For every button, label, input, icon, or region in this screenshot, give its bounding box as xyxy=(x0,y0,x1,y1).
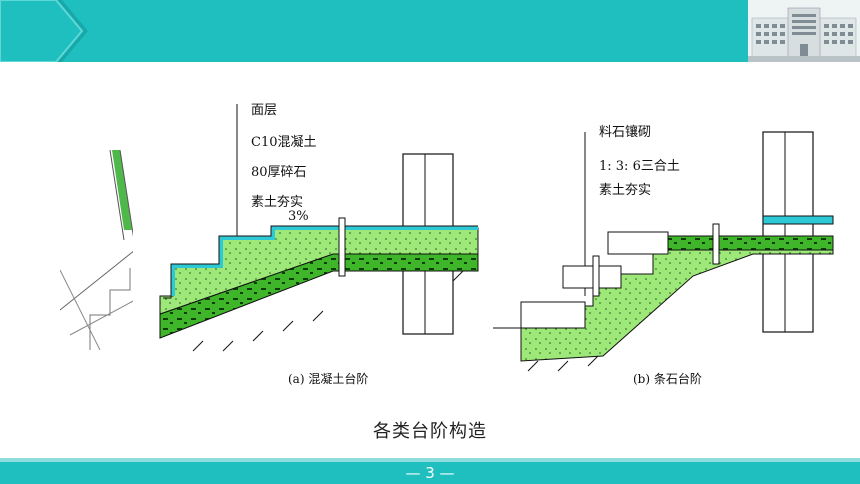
page-number: — 3 — xyxy=(405,464,455,482)
slide-content: 面层 C10混凝土 80厚碎石 素土夯实 3% xyxy=(133,66,860,426)
label-a-3: 80厚碎石 xyxy=(251,165,307,180)
stair-perspective-drawing xyxy=(60,150,135,350)
diagram-b: 料石镶砌 1: 3: 6三合土 素土夯实 xyxy=(493,124,834,386)
step-construction-diagram: 面层 C10混凝土 80厚碎石 素土夯实 3% xyxy=(159,103,834,386)
footer-bar: — 3 — xyxy=(0,458,860,484)
diagram-a: 面层 C10混凝土 80厚碎石 素土夯实 3% xyxy=(159,103,479,386)
chevron-decoration xyxy=(0,0,88,62)
subcaption-a: (a) 混凝土台阶 xyxy=(288,371,368,386)
header-bar xyxy=(0,0,860,62)
label-a-1: 面层 xyxy=(251,103,277,118)
figure-caption: 各类台阶构造 xyxy=(373,421,487,442)
building-logo-image xyxy=(748,0,860,62)
label-b-2: 1: 3: 6三合土 xyxy=(599,159,680,174)
label-b-3: 素土夯实 xyxy=(599,183,651,198)
subcaption-b: (b) 条石台阶 xyxy=(633,371,702,386)
label-a-4: 素土夯实 xyxy=(251,195,303,210)
label-a-2: C10混凝土 xyxy=(251,134,317,150)
slope-label: 3% xyxy=(288,209,309,224)
label-b-1: 料石镶砌 xyxy=(599,124,651,140)
